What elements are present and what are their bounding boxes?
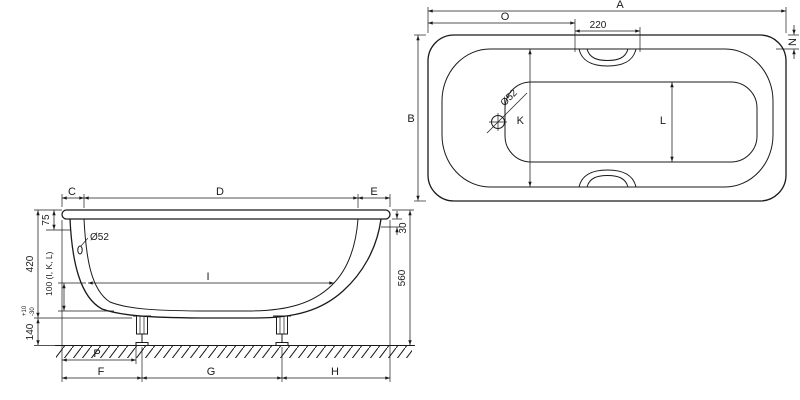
top-grip (578, 48, 637, 67)
dim-label-30: 30 (398, 222, 409, 234)
dim-420 (34, 210, 132, 319)
foot-right (273, 315, 291, 346)
dim-100 (58, 282, 114, 312)
dim-bottom (61, 220, 391, 382)
dim-30 (381, 211, 402, 235)
measuring-height-label: 100 (I, K, L) (44, 251, 54, 296)
dim-label-e: E (370, 186, 377, 198)
dim-n (776, 25, 799, 59)
dim-a (427, 7, 787, 33)
rim-profile (61, 209, 391, 220)
dim-label-560: 560 (397, 269, 408, 286)
dim-label-f: F (98, 366, 105, 378)
tub-outer-rim (427, 34, 787, 202)
overflow-icon (77, 237, 89, 255)
dim-140 (34, 318, 56, 346)
tolerance-plus-label: +10 (22, 305, 28, 316)
floor (55, 345, 415, 358)
dim-label-c: C (68, 186, 76, 198)
dim-b (414, 34, 426, 202)
tub-shell-outer (69, 218, 382, 319)
dim-label-g: G (207, 366, 216, 378)
dim-cde (61, 194, 391, 208)
foot-left (133, 315, 151, 346)
side-view: Ø52 (22, 186, 415, 382)
dim-label-420: 420 (25, 255, 36, 272)
dim-label-h: H (331, 366, 339, 378)
dim-label-i: I (206, 271, 209, 283)
overflow-diameter-label: Ø52 (90, 232, 109, 243)
tub-shell-inner (83, 218, 359, 312)
dim-label-b: B (407, 113, 414, 125)
dim-220 (574, 19, 641, 52)
top-view: Ø52 A O 220 N (407, 0, 799, 202)
dim-560 (392, 209, 414, 345)
tub-bottom-outline (504, 81, 758, 163)
dim-label-140: 140 (25, 323, 36, 340)
tub-inner-opening (441, 48, 774, 188)
dim-label-75: 75 (41, 214, 52, 226)
drain-diameter-label: Ø52 (499, 87, 520, 108)
drain-icon (486, 92, 528, 134)
tolerance-minus-label: -30 (30, 307, 36, 316)
dim-label-p: P (93, 348, 100, 360)
dim-label-k: K (517, 115, 525, 127)
dim-label-d: D (216, 186, 224, 198)
dim-label-l: L (660, 115, 666, 127)
dim-label-220: 220 (590, 20, 607, 31)
dim-label-a: A (616, 0, 624, 11)
dim-label-n: N (787, 38, 799, 46)
dim-label-o: O (501, 11, 510, 23)
dim-75 (34, 209, 71, 231)
bottom-grip (578, 169, 637, 188)
